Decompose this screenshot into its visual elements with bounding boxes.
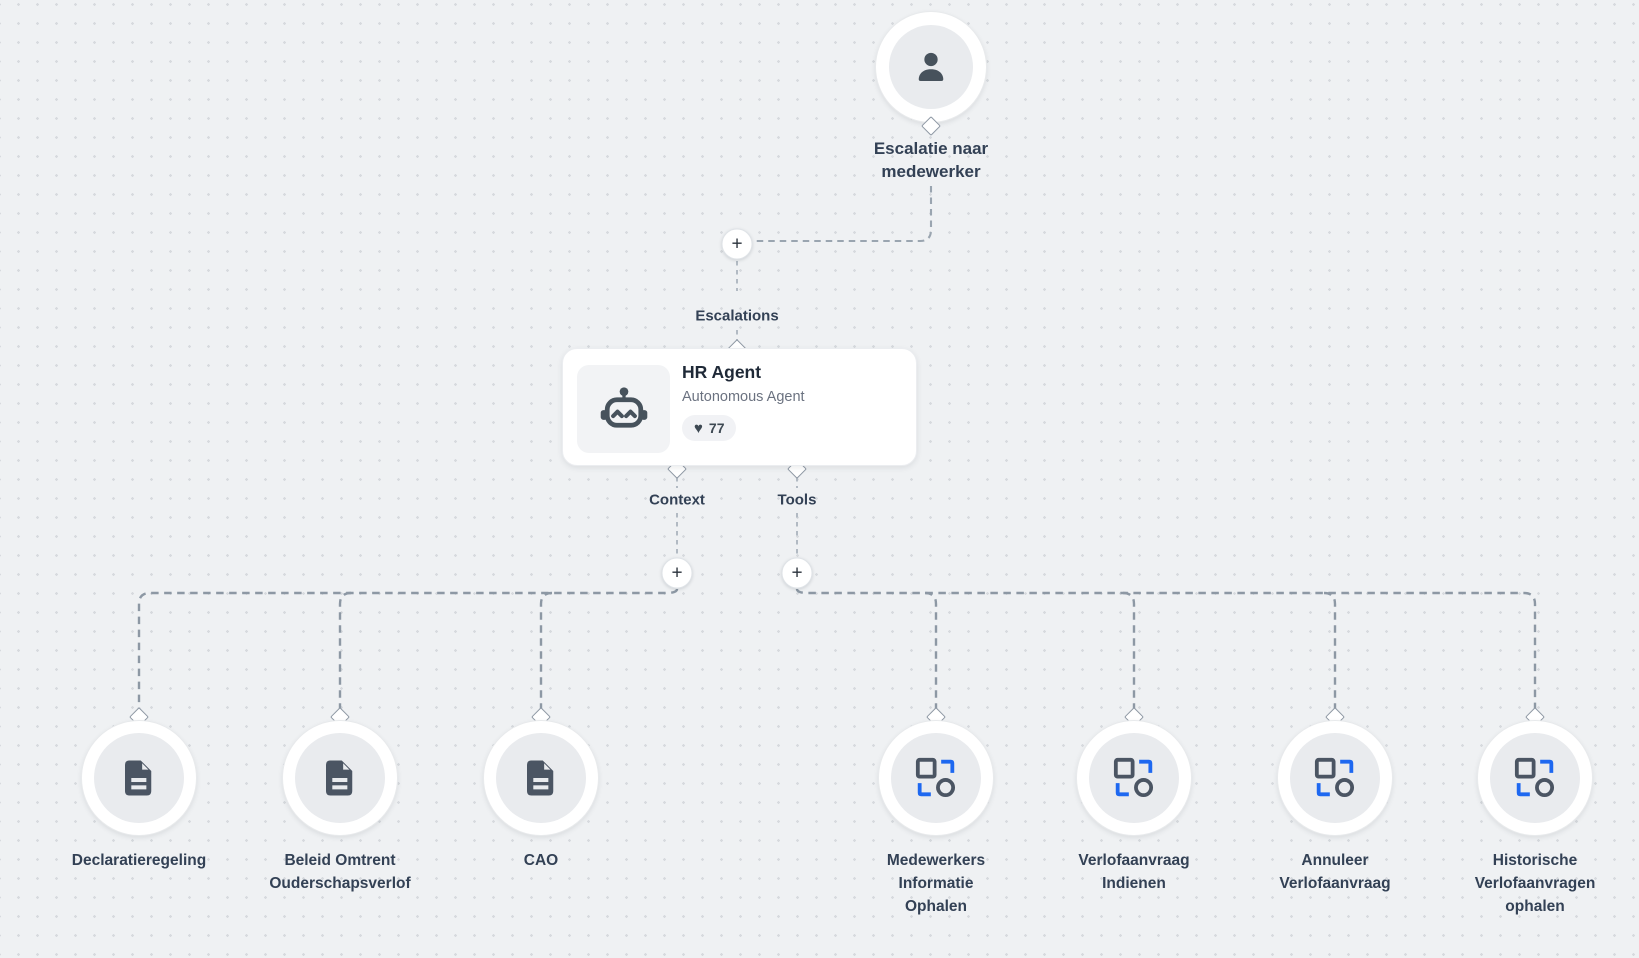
add-context-button[interactable]: +: [661, 557, 693, 589]
add-tool-button[interactable]: +: [781, 557, 813, 589]
plus-icon: +: [671, 562, 683, 583]
escalation-node-circle: [889, 25, 973, 109]
escalation-node-label: Escalatie naar medewerker: [873, 139, 989, 181]
tool-node-circle: [1089, 733, 1179, 823]
context-node-circle: [496, 733, 586, 823]
plus-icon: +: [731, 233, 743, 254]
robot-icon: [600, 387, 647, 428]
tool-node-historische-verlofaanvragen[interactable]: [1477, 720, 1593, 836]
context-node-circle: [94, 733, 184, 823]
context-node-declaratieregeling[interactable]: [81, 720, 197, 836]
tools-port-label: Tools: [777, 491, 817, 509]
wire-tools-branch: [795, 588, 1537, 709]
escalation-node[interactable]: [875, 11, 987, 123]
document-icon: [326, 760, 353, 796]
tool-node-label: Verlofaanvraag Indienen: [1078, 852, 1190, 892]
tool-icon: [1314, 757, 1355, 798]
tool-node-label: Annuleer Verlofaanvraag: [1279, 852, 1391, 892]
wire-context-branch: [137, 588, 679, 709]
wire-tools-drop-2: [1122, 591, 1136, 709]
wire-tools-drop-3: [1323, 591, 1337, 709]
document-icon: [527, 760, 554, 796]
user-icon: [918, 52, 944, 81]
add-escalation-button[interactable]: +: [721, 228, 753, 260]
wire-tools-drop-1: [924, 591, 938, 709]
agent-title: HR Agent: [682, 362, 762, 382]
tool-icon: [915, 757, 956, 798]
context-node-beleid-ouderschapsverlof[interactable]: [282, 720, 398, 836]
context-node-circle: [295, 733, 385, 823]
tool-icon: [1113, 757, 1154, 798]
tool-icon: [1514, 757, 1555, 798]
agent-card[interactable]: HR Agent Autonomous Agent ♥ 77: [562, 348, 917, 466]
wire-context-drop-2: [338, 591, 352, 709]
tool-node-label: Historische Verlofaanvragen ophalen: [1474, 852, 1596, 915]
agent-likes-badge: ♥ 77: [682, 415, 737, 441]
tool-node-annuleer-verlofaanvraag[interactable]: [1277, 720, 1393, 836]
plus-icon: +: [791, 562, 803, 583]
escalations-port-label: Escalations: [695, 307, 779, 325]
tool-node-medewerkers-informatie[interactable]: [878, 720, 994, 836]
heart-icon: ♥: [694, 419, 703, 437]
context-port-label: Context: [649, 491, 705, 509]
context-node-label: Beleid Omtrent Ouderschapsverlof: [269, 852, 411, 892]
tool-node-circle: [1290, 733, 1380, 823]
wire-escalation-link: [754, 186, 933, 243]
document-icon: [125, 760, 152, 796]
context-node-label: Declaratieregeling: [71, 852, 207, 869]
tool-node-circle: [1490, 733, 1580, 823]
likes-count: 77: [708, 420, 725, 436]
wire-context-drop-3: [539, 591, 553, 709]
agent-icon-tile: [577, 365, 670, 453]
agent-subtitle: Autonomous Agent: [682, 389, 805, 405]
tool-node-label: Medewerkers Informatie Ophalen: [886, 852, 986, 915]
tool-node-verlofaanvraag-indienen[interactable]: [1076, 720, 1192, 836]
context-node-label: CAO: [523, 852, 559, 869]
context-node-cao[interactable]: [483, 720, 599, 836]
tool-node-circle: [891, 733, 981, 823]
